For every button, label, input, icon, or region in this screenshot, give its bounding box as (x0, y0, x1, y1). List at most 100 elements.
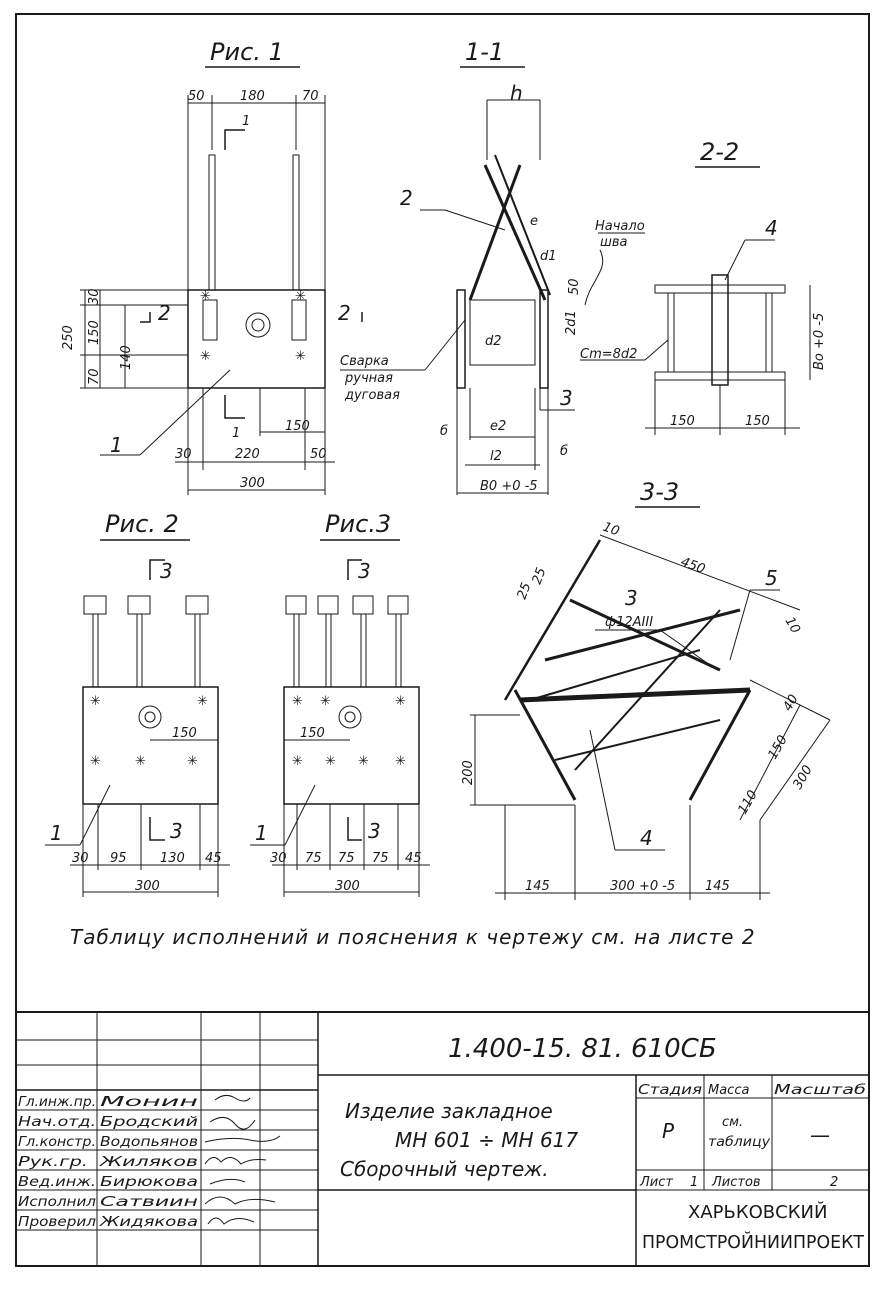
section11-label-e: e (530, 214, 538, 229)
svg-text:✳: ✳ (200, 349, 211, 364)
fig2-view: Рис. 2 3 ✳ ✳ ✳ ✳ ✳ 150 3 1 30 95 130 4 (45, 510, 230, 897)
section22-dim-150b: 150 (745, 414, 770, 429)
fig1-dim-30b: 30 (175, 447, 192, 462)
fig1-mark-2-right: 2 (338, 301, 351, 325)
tb-col-mass: Масса (708, 1083, 749, 1098)
section33-dim-110: 110 (735, 788, 760, 817)
section33-title: 3-3 (640, 478, 679, 506)
section33-dim-450: 450 (679, 555, 707, 578)
fig3-title: Рис.3 (325, 510, 391, 538)
section11-label-d1: d1 (540, 249, 557, 264)
fig2-plate (82, 686, 219, 805)
fig3-dim-75c: 75 (372, 851, 389, 866)
svg-text:✳: ✳ (135, 754, 146, 769)
tb-role-4: Вед.инж. (18, 1175, 96, 1190)
tb-scale-value: — (810, 1123, 830, 1147)
tb-role-5: Исполнил (18, 1195, 96, 1210)
tb-name-2: Водопьянов (100, 1135, 198, 1150)
tb-name-6: Жидякова (99, 1215, 198, 1230)
section33-dim-10a: 10 (601, 520, 622, 540)
fig3-dim-150: 150 (300, 726, 325, 741)
svg-text:✳: ✳ (395, 754, 406, 769)
svg-text:✳: ✳ (358, 754, 369, 769)
section11-label-b-right: б (560, 444, 568, 459)
fig3-mark-3-bottom: 3 (368, 819, 381, 843)
tb-role-2: Гл.констр. (18, 1135, 96, 1150)
svg-text:✳: ✳ (292, 754, 303, 769)
fig2-dim-30: 30 (72, 851, 89, 866)
fig2-dim-300: 300 (135, 879, 160, 894)
svg-text:✳: ✳ (90, 694, 101, 709)
tb-name-4: Бирюкова (100, 1175, 198, 1190)
tb-stage-value: Р (662, 1119, 675, 1143)
svg-text:✳: ✳ (325, 754, 336, 769)
svg-text:✳: ✳ (395, 694, 406, 709)
section22-label-b0: Bo +0 -5 (812, 313, 827, 370)
section11-label-b0: B0 +0 -5 (480, 479, 538, 494)
section33-dim-150: 150 (765, 733, 790, 762)
section11-weld-1: Сварка (340, 354, 389, 369)
section22-view: 2-2 4 Cm=8d2 Bo +0 -5 150 150 (580, 138, 827, 435)
signatures (204, 1094, 281, 1225)
svg-text:✳: ✳ (295, 349, 306, 364)
tb-sheets-label: Листов (711, 1175, 761, 1190)
fig1-title: Рис. 1 (210, 38, 284, 66)
fig1-mark-1-bottom: 1 (232, 426, 240, 441)
section22-label-4: 4 (765, 216, 778, 240)
tb-role-3: Рук.гр. (18, 1155, 88, 1170)
svg-text:✳: ✳ (90, 754, 101, 769)
fig2-dim-95: 95 (110, 851, 127, 866)
section33-label-3: 3 (625, 586, 638, 610)
svg-text:✳: ✳ (187, 754, 198, 769)
tb-role-6: Проверил (18, 1215, 96, 1230)
section11-label-50: 50 (567, 278, 582, 295)
fig1-dim-150b: 150 (285, 419, 310, 434)
section33-dim-300b: 300 +0 -5 (610, 879, 675, 894)
fig1-dim-70l: 70 (87, 368, 102, 385)
section33-dim-145b: 145 (705, 879, 730, 894)
section33-dim-300: 300 (790, 763, 815, 792)
tb-sheet-label: Лист (639, 1175, 673, 1190)
fig1-dim-50b: 50 (310, 447, 327, 462)
tb-role-0: Гл.инж.пр. (18, 1095, 96, 1110)
fig3-callout-1: 1 (255, 821, 268, 845)
title-block: Гл.инж.пр. Нач.отд. Гл.констр. Рук.гр. В… (15, 1011, 870, 1267)
section22-dim-150a: 150 (670, 414, 695, 429)
svg-text:✳: ✳ (197, 694, 208, 709)
section33-dim-200: 200 (461, 760, 476, 785)
tb-org-1: ПРОМСТРОЙНИИПРОЕКТ (642, 1231, 865, 1253)
tb-col-stage: Стадия (638, 1083, 702, 1098)
section11-weld-2: ручная (344, 371, 393, 386)
svg-text:✳: ✳ (292, 694, 303, 709)
section22-label-cm: Cm=8d2 (580, 347, 637, 362)
svg-text:✳: ✳ (320, 694, 331, 709)
section33-dim-25a: 25 (515, 581, 535, 602)
fig1-dim-30: 30 (87, 288, 102, 305)
section11-seam-1: Начало (595, 219, 645, 234)
fig3-dim-75a: 75 (305, 851, 322, 866)
fig1-mark-2-left: 2 (158, 301, 171, 325)
section33-dim-10b: 10 (782, 615, 803, 637)
tb-item-title-1: МН 601 ÷ МН 617 (395, 1128, 578, 1152)
fig1-dim-250: 250 (61, 325, 76, 350)
section11-label-b-left: б (440, 424, 448, 439)
fig2-mark-3-top: 3 (160, 559, 173, 583)
section11-label-l2: l2 (490, 449, 502, 464)
section11-label-2: 2 (400, 186, 413, 210)
tb-name-3: Жиляков (98, 1155, 198, 1170)
fig2-callout-1: 1 (50, 821, 63, 845)
fig2-dim-130: 130 (160, 851, 185, 866)
section33-label-phi: ф12АIII (605, 615, 653, 630)
tb-mass-value-0: см. (722, 1115, 743, 1130)
fig1-plate (187, 289, 326, 389)
fig1-dim-220: 220 (235, 447, 260, 462)
section11-dim-h: h (510, 81, 523, 105)
fig1-mark-1-top: 1 (242, 114, 250, 129)
svg-text:✳: ✳ (295, 289, 306, 304)
fig1-callout-1: 1 (110, 433, 123, 457)
fig3-dim-30: 30 (270, 851, 287, 866)
tb-item-title-0: Изделие закладное (345, 1099, 553, 1123)
section33-dim-40: 40 (780, 692, 801, 714)
section33-label-4: 4 (640, 826, 653, 850)
